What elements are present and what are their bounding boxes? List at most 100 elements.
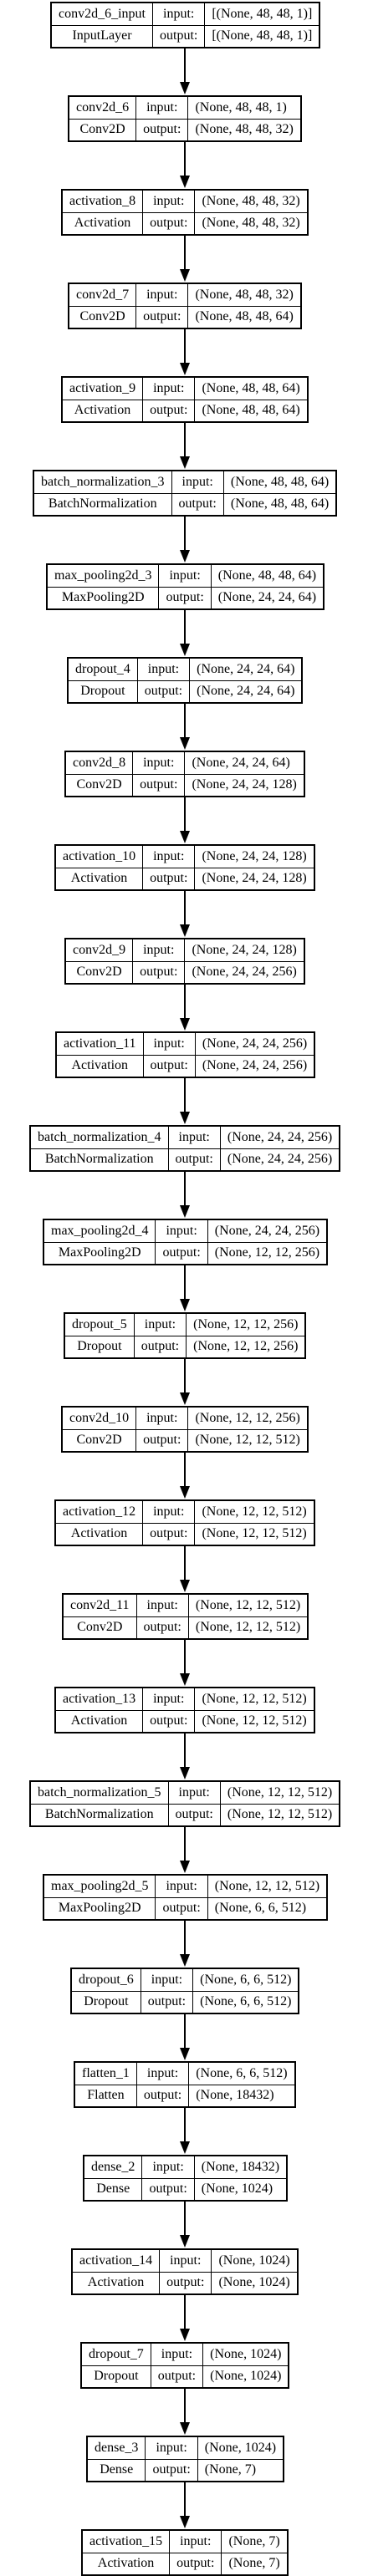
output-shape: (None, 7): [197, 2458, 284, 2482]
input-shape: (None, 6, 6, 512): [196, 2065, 288, 2080]
io-label-cell: input:output:: [158, 565, 211, 608]
io-label-cell: input:output:: [142, 846, 195, 889]
output-label: output:: [136, 118, 188, 141]
shape-cell: (None, 24, 24, 128)(None, 24, 24, 256): [184, 939, 304, 983]
layer-type: MaxPooling2D: [44, 1896, 156, 1920]
shape-cell: (None, 48, 48, 32)(None, 48, 48, 32): [194, 191, 307, 234]
input-label: input:: [146, 2065, 179, 2080]
io-label-cell: input:output:: [136, 659, 190, 702]
input-label: input:: [180, 2533, 212, 2548]
input-shape: (None, 24, 24, 128): [202, 848, 307, 863]
input-shape: (None, 7): [228, 2533, 280, 2548]
layer-name: conv2d_11: [70, 1597, 130, 1612]
output-label: output:: [146, 2458, 197, 2482]
layer-name: conv2d_10: [69, 1410, 130, 1425]
layer-name: activation_9: [69, 380, 136, 395]
input-label: input:: [170, 2253, 202, 2268]
shape-cell: (None, 48, 48, 1)(None, 48, 48, 32): [187, 97, 300, 140]
layer-name: max_pooling2d_3: [54, 568, 152, 583]
input-label: input:: [143, 755, 175, 770]
input-label: input:: [181, 474, 213, 489]
output-label: output:: [170, 2552, 222, 2575]
io-label-cell: input:output:: [132, 752, 185, 796]
layer-name: dense_2: [91, 2159, 135, 2174]
io-label-cell: input:output:: [133, 1314, 187, 1357]
layer-type: Conv2D: [64, 1616, 136, 1639]
input-shape: (None, 24, 24, 256): [214, 1223, 320, 1238]
arrowhead: [180, 1580, 190, 1592]
io-label-cell: input:output:: [152, 3, 205, 47]
arrowhead: [180, 269, 190, 282]
arrowhead: [180, 550, 190, 563]
input-label: input:: [178, 1784, 210, 1800]
input-shape: (None, 18432): [201, 2159, 280, 2174]
arrowhead: [180, 456, 190, 469]
layer-type: Dropout: [82, 2365, 151, 2388]
layer-type: MaxPooling2D: [48, 586, 159, 609]
output-shape: (None, 48, 48, 64): [223, 492, 336, 516]
io-label-cell: input:output:: [135, 2063, 189, 2106]
layer-type: Conv2D: [69, 118, 136, 141]
io-label-cell: input: output:: [135, 1595, 188, 1639]
io-label-cell: input:output:: [171, 471, 223, 515]
input-shape: (None, 48, 48, 32): [202, 193, 300, 208]
layer-name: batch_normalization_4: [38, 1129, 161, 1144]
input-shape: (None, 24, 24, 64): [192, 755, 290, 770]
output-shape: [(None, 48, 48, 1)]: [205, 24, 319, 48]
output-label: output:: [136, 1616, 188, 1639]
output-shape: (None, 1024): [212, 2271, 297, 2294]
layer-type: Dropout: [65, 1335, 134, 1358]
shape-cell: (None, 24, 24, 256)(None, 24, 24, 256): [219, 1127, 340, 1170]
layer-name: max_pooling2d_4: [51, 1223, 149, 1238]
output-label: output:: [133, 960, 185, 984]
shape-cell: (None, 1024)(None, 7): [197, 2437, 284, 2482]
arrowhead: [180, 2141, 190, 2154]
output-label: output:: [168, 1148, 220, 1171]
input-label: input:: [153, 380, 185, 395]
arrowhead: [180, 1861, 190, 1873]
layer-name: activation_12: [63, 1504, 136, 1519]
output-label: output:: [142, 2177, 194, 2201]
arrowhead: [180, 1673, 190, 1686]
layer-type: Conv2D: [66, 960, 133, 984]
layer-type: BatchNormalization: [31, 1148, 168, 1171]
shape-cell: (None, 1024)(None, 1024): [202, 2344, 289, 2387]
input-shape: (None, 24, 24, 256): [202, 1036, 308, 1051]
arrowhead: [180, 924, 190, 937]
shape-cell: (None, 48, 48, 64)(None, 24, 24, 64): [210, 565, 324, 608]
layer-type: Activation: [63, 211, 143, 235]
io-label-cell: input:output:: [142, 1501, 195, 1545]
output-shape: (None, 1024): [194, 2177, 287, 2201]
input-label: input:: [146, 1597, 178, 1612]
input-label: input:: [178, 1129, 210, 1144]
output-label: output:: [143, 1054, 195, 1077]
input-label: input:: [147, 661, 180, 676]
arrowhead: [180, 1392, 190, 1405]
layer-name: flatten_1: [82, 2065, 130, 2080]
shape-cell: (None, 12, 12, 512)(None, 12, 12, 512): [219, 1782, 340, 1825]
output-label: output:: [136, 1428, 188, 1452]
shape-cell: (None, 6, 6, 512)(None, 6, 6, 512): [192, 1969, 299, 2013]
arrowhead: [180, 1205, 190, 1218]
